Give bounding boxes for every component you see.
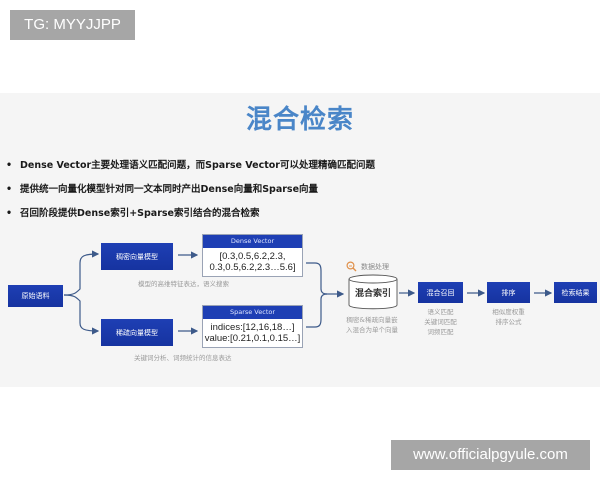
search-data-icon bbox=[346, 261, 357, 272]
bullet-item: • 提供统一向量化模型针对同一文本同时产出Dense向量和Sparse向量 bbox=[6, 181, 318, 195]
note-line: 词频匹配 bbox=[427, 328, 454, 336]
sparse-vector-card: Sparse Vector indices:[12,16,18…] value:… bbox=[202, 305, 303, 348]
note-line: 排序公式 bbox=[495, 318, 522, 326]
sparse-vector-header: Sparse Vector bbox=[203, 306, 302, 319]
node-rank: 排序 bbox=[487, 282, 530, 303]
bullet-dot: • bbox=[6, 184, 13, 195]
note-rank: 相似度权重 排序公式 bbox=[490, 307, 527, 327]
hybrid-index-label: 混合索引 bbox=[354, 289, 391, 299]
note-line: 入混合为单个向量 bbox=[346, 326, 398, 334]
dense-vector-header: Dense Vector bbox=[203, 235, 302, 248]
watermark-bottom: www.officialpgyule.com bbox=[391, 440, 590, 470]
slide: 混合检索 • Dense Vector主要处理语义匹配问题，而Sparse Vec… bbox=[0, 93, 600, 387]
node-result: 检索结果 bbox=[554, 282, 597, 303]
note-dense: 模型的高维特征表达，语义搜索 bbox=[138, 280, 229, 288]
node-label: 混合召回 bbox=[426, 288, 455, 297]
bullet-item: • 召回阶段提供Dense索引+Sparse索引结合的混合检索 bbox=[6, 205, 260, 219]
node-label: 排序 bbox=[501, 288, 516, 297]
dense-vector-card: Dense Vector [0.3,0.5,6.2,2.3, 0.3,0.5,6… bbox=[202, 234, 303, 277]
note-sparse: 关键词分析、词频统计的信息表达 bbox=[134, 354, 232, 362]
sparse-vector-line: indices:[12,16,18…] bbox=[210, 322, 295, 333]
node-dense-model: 稠密向量模型 bbox=[101, 243, 173, 270]
hybrid-index-cylinder bbox=[348, 274, 398, 310]
note-recall: 语义匹配 关键词匹配 词频匹配 bbox=[422, 307, 459, 337]
bullet-dot: • bbox=[6, 160, 13, 171]
dense-vector-body: [0.3,0.5,6.2,2.3, 0.3,0.5,6.2,2.3…5.6] bbox=[203, 248, 302, 273]
sparse-vector-line: value:[0.21,0.1,0.15…] bbox=[204, 333, 301, 344]
bullet-text: Dense Vector主要处理语义匹配问题，而Sparse Vector可以处… bbox=[20, 160, 375, 171]
node-label: 检索结果 bbox=[561, 288, 590, 297]
note-line: 稠密&稀疏向量嵌 bbox=[346, 316, 398, 324]
note-line: 语义匹配 bbox=[427, 308, 454, 316]
node-label: 原始语料 bbox=[21, 292, 50, 300]
node-source-corpus: 原始语料 bbox=[8, 285, 63, 307]
node-hybrid-recall: 混合召回 bbox=[418, 282, 463, 303]
slide-title: 混合检索 bbox=[245, 105, 354, 135]
note-line: 相似度权重 bbox=[492, 308, 525, 316]
bullet-text: 提供统一向量化模型针对同一文本同时产出Dense向量和Sparse向量 bbox=[20, 184, 319, 195]
sparse-vector-body: indices:[12,16,18…] value:[0.21,0.1,0.15… bbox=[203, 319, 302, 344]
dense-vector-line: [0.3,0.5,6.2,2.3, bbox=[219, 251, 286, 262]
dense-vector-line: 0.3,0.5,6.2,2.3…5.6] bbox=[209, 262, 296, 273]
bullet-text: 召回阶段提供Dense索引+Sparse索引结合的混合检索 bbox=[20, 208, 260, 219]
node-label: 稠密向量模型 bbox=[116, 252, 158, 261]
note-line: 关键词匹配 bbox=[424, 318, 457, 326]
watermark-top: TG: MYYJJPP bbox=[10, 10, 135, 40]
note-index: 稠密&稀疏向量嵌 入混合为单个向量 bbox=[346, 315, 398, 335]
bullet-dot: • bbox=[6, 208, 13, 219]
node-sparse-model: 稀疏向量模型 bbox=[101, 319, 173, 346]
data-processing-label: 数据处理 bbox=[346, 261, 389, 272]
data-processing-text: 数据处理 bbox=[361, 262, 389, 271]
node-label: 稀疏向量模型 bbox=[116, 328, 158, 337]
bullet-item: • Dense Vector主要处理语义匹配问题，而Sparse Vector可以… bbox=[6, 157, 375, 171]
connector-lines bbox=[63, 250, 553, 335]
